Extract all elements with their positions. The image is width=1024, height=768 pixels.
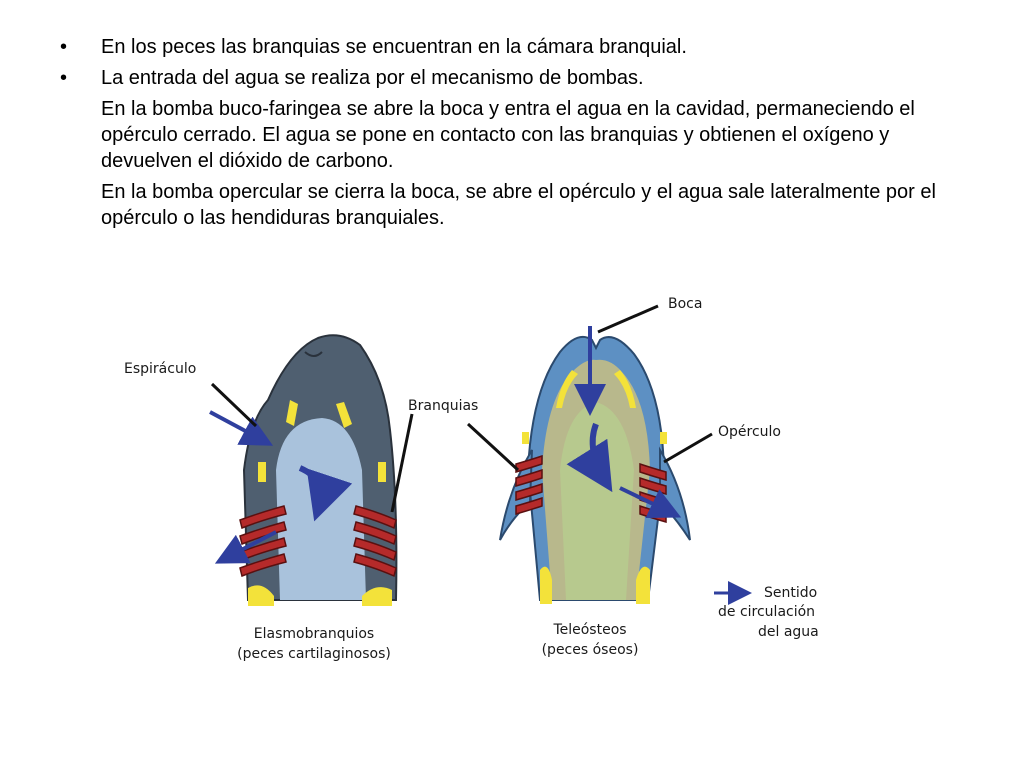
- teleost-inner-cavity: [560, 402, 634, 600]
- label-espiraculo: Espiráculo: [124, 361, 196, 377]
- teleost-figure: [466, 304, 713, 604]
- paragraph: En la bomba buco-faringea se abre la boc…: [101, 98, 915, 172]
- teleost-bone: [660, 432, 667, 444]
- bullet-text: En los peces las branquias se encuentran…: [101, 36, 687, 58]
- label-elasmobranquios-sub: (peces cartilaginosos): [237, 646, 391, 662]
- leader-line: [210, 382, 258, 428]
- water-arrow: [566, 422, 613, 493]
- bullet-item: • En los peces las branquias se encuentr…: [60, 34, 980, 60]
- shark-cartilage: [378, 462, 386, 482]
- shark-cartilage: [336, 402, 352, 428]
- teleost-bone: [636, 566, 650, 604]
- legend-line-2: de circulación: [718, 604, 815, 620]
- shark-cartilage: [362, 587, 392, 606]
- legend-line-1: Sentido: [764, 585, 817, 601]
- bullet-marker: •: [60, 36, 68, 58]
- shark-cartilage: [258, 462, 266, 482]
- shark-cartilage: [248, 585, 274, 606]
- leader-line: [390, 413, 414, 513]
- label-teleosteos: Teleósteos: [552, 622, 626, 638]
- teleost-bone: [556, 370, 578, 408]
- operculum-flap: [659, 446, 691, 541]
- water-arrow: [214, 530, 277, 564]
- shark-snout-mark: [304, 351, 323, 357]
- slide-text: • En los peces las branquias se encuentr…: [60, 34, 980, 236]
- label-teleosteos-sub: (peces óseos): [542, 642, 639, 658]
- shark-gills-left: [239, 505, 287, 578]
- shark-gills-right: [353, 505, 397, 578]
- elasmobranch-figure: [209, 334, 414, 606]
- teleost-bone: [522, 432, 529, 444]
- label-boca: Boca: [668, 296, 702, 312]
- teleost-gills-left: [515, 454, 543, 515]
- label-elasmobranquios: Elasmobranquios: [254, 626, 374, 642]
- water-arrow: [298, 465, 353, 522]
- paragraph: En la bomba opercular se cierra la boca,…: [101, 181, 936, 229]
- leader-line: [466, 422, 520, 472]
- legend-line-3: del agua: [758, 624, 819, 640]
- label-operculo: Opérculo: [718, 424, 781, 440]
- label-branquias: Branquias: [408, 398, 478, 414]
- leader-line: [597, 304, 659, 334]
- water-arrow: [619, 486, 682, 519]
- bullet-marker: •: [60, 67, 68, 89]
- teleost-bone: [540, 566, 552, 604]
- bullet-item: • La entrada del agua se realiza por el …: [60, 65, 980, 91]
- teleost-bone: [614, 370, 636, 408]
- bullet-text: La entrada del agua se realiza por el me…: [101, 67, 644, 89]
- shark-cartilage: [286, 400, 298, 426]
- leader-line: [663, 432, 713, 464]
- water-arrow: [209, 410, 274, 446]
